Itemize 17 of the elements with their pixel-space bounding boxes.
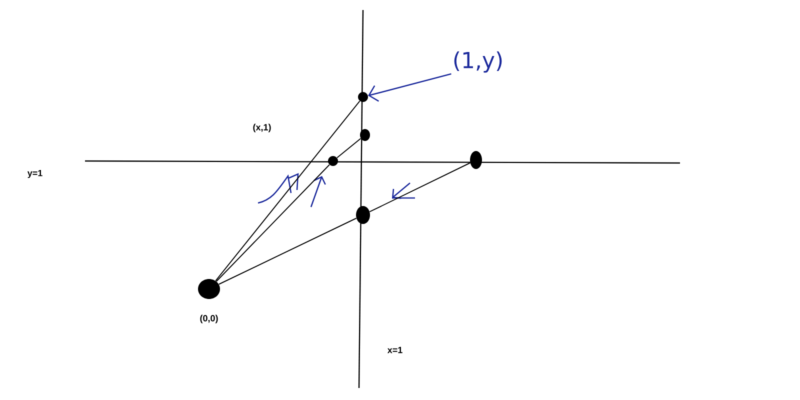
line-segment (369, 162, 471, 212)
hand-drawn-arrow (368, 73, 452, 102)
point-dot (358, 92, 368, 102)
line-segment (336, 138, 362, 158)
point-dot (356, 206, 370, 224)
line-segment (216, 164, 330, 282)
handwritten-label: (1,y) (454, 51, 502, 73)
axis-label: (x,1) (253, 124, 271, 132)
point-dot (198, 279, 220, 299)
line-segment (218, 218, 357, 285)
axis-label: y=1 (27, 170, 42, 178)
point-dot (328, 156, 338, 166)
point-label: (0,0) (200, 314, 218, 324)
point-dot (470, 151, 482, 169)
axis-label: x=1 (387, 346, 402, 354)
line-segment (215, 100, 360, 282)
point-dot (360, 129, 370, 141)
